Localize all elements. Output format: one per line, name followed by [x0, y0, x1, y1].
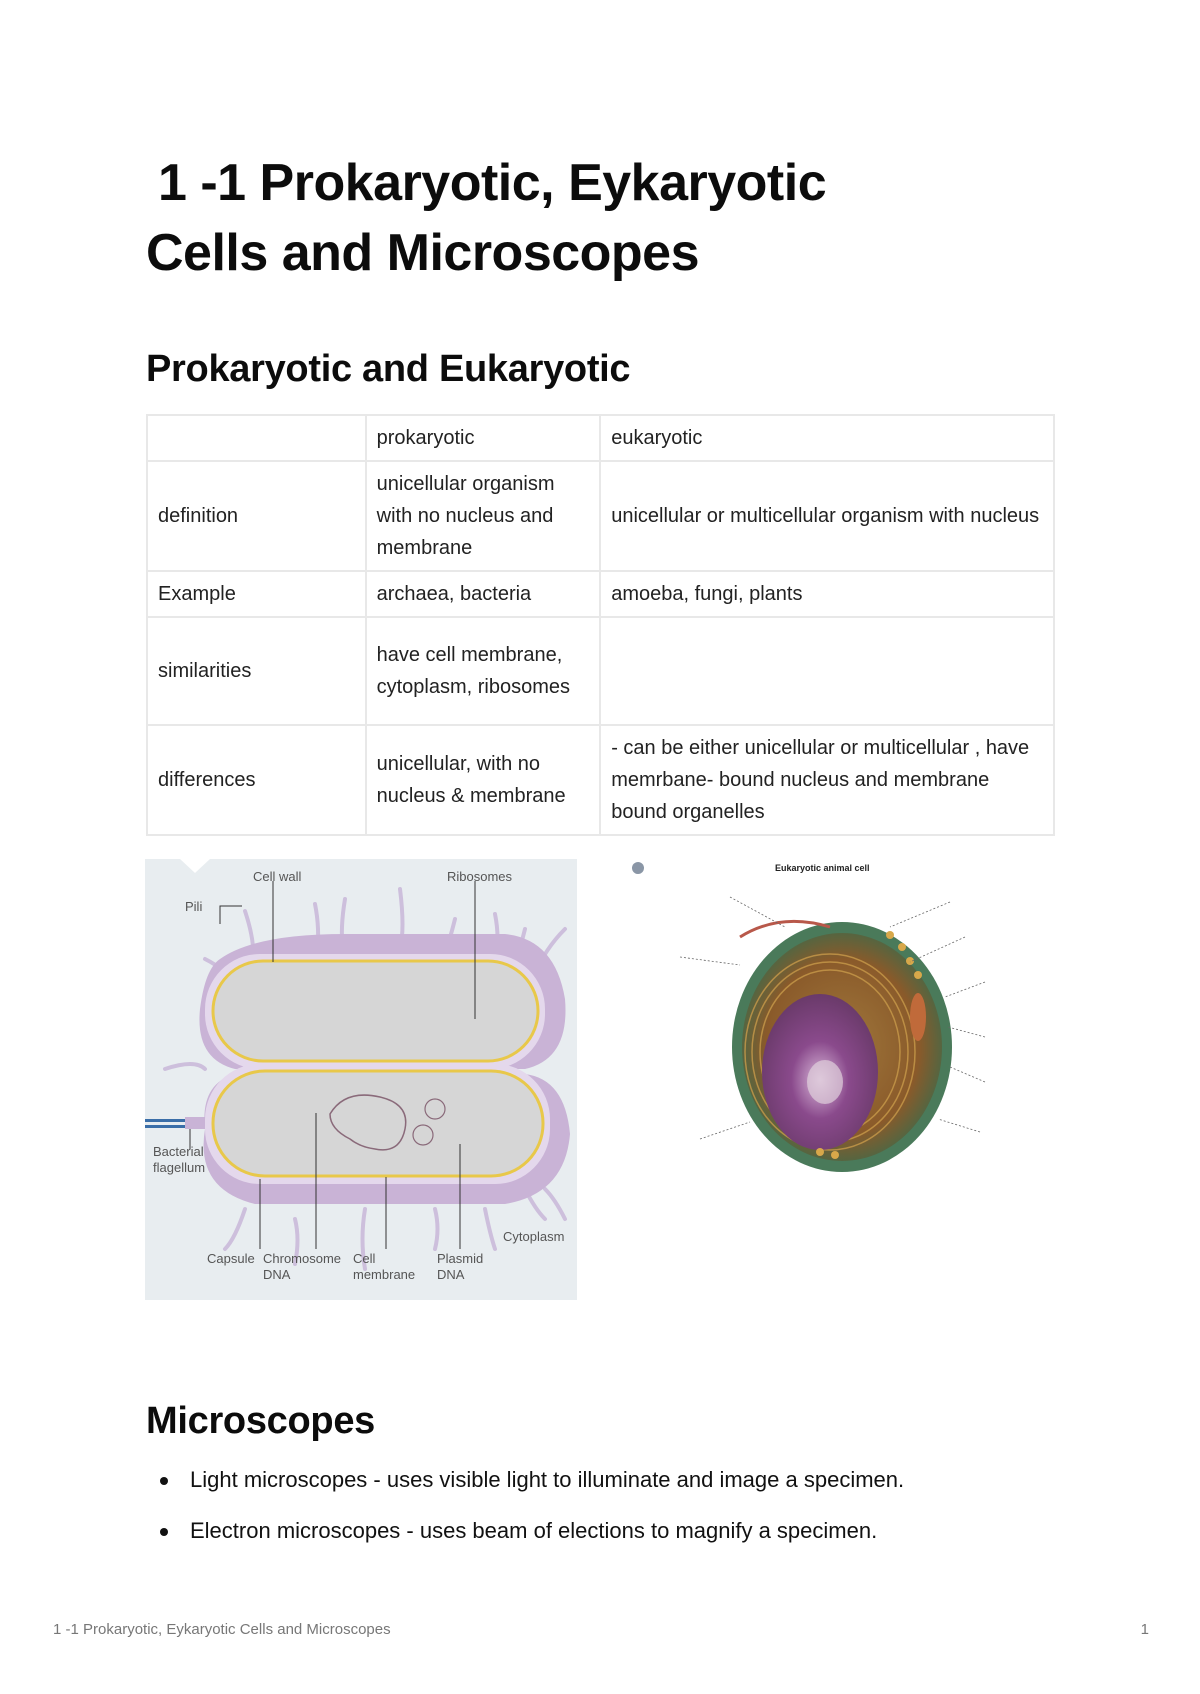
- eukaryotic-cell-illustration: [679, 896, 986, 1172]
- table-cell: [599, 616, 1055, 726]
- bullet-icon: [160, 1477, 168, 1485]
- figure-badge-icon: [632, 862, 644, 874]
- table-cell: amoeba, fungi, plants: [599, 570, 1055, 618]
- page-title-line-1: 1 -1 Prokaryotic, Eykaryotic: [158, 154, 827, 212]
- section-heading-microscopes: Microscopes: [146, 1400, 376, 1442]
- page-title: 1 -1 Prokaryotic, Eykaryotic Cells and M…: [146, 148, 1046, 288]
- table-header-cell: [146, 414, 367, 462]
- label-ribosomes: Ribosomes: [447, 869, 513, 884]
- list-item-text: Electron microscopes - uses beam of elec…: [190, 1518, 878, 1543]
- section-heading-cells: Prokaryotic and Eukaryotic: [146, 348, 631, 390]
- list-item-text: Light microscopes - uses visible light t…: [190, 1467, 905, 1492]
- table-header-cell: prokaryotic: [364, 414, 602, 462]
- table-cell-label: Example: [146, 570, 367, 618]
- prokaryotic-cell-figure: Cell wall Ribosomes Pili Bacterial flage…: [145, 859, 577, 1300]
- microscope-list: Light microscopes - uses visible light t…: [160, 1465, 904, 1567]
- page-title-line-2: Cells and Microscopes: [146, 224, 700, 282]
- table-cell-label: similarities: [146, 616, 367, 726]
- list-item: Light microscopes - uses visible light t…: [160, 1465, 904, 1495]
- table-cell: - can be either unicellular or multicell…: [599, 724, 1055, 836]
- table-cell: unicellular, with no nucleus & membrane: [364, 724, 602, 836]
- table-cell: unicellular or multicellular organism wi…: [599, 460, 1055, 572]
- table-row: Example archaea, bacteria amoeba, fungi,…: [146, 570, 1055, 618]
- table-cell: have cell membrane, cytoplasm, ribosomes: [364, 616, 602, 726]
- table-row: similarities have cell membrane, cytopla…: [146, 616, 1055, 726]
- label-cell-wall: Cell wall: [253, 869, 302, 884]
- table-cell: archaea, bacteria: [364, 570, 602, 618]
- eukaryotic-cell-figure: Eukaryotic animal cell: [620, 857, 1060, 1197]
- comparison-table: prokaryotic eukaryotic definition unicel…: [146, 414, 1055, 836]
- label-capsule: Capsule: [207, 1251, 255, 1266]
- footer-title: 1 -1 Prokaryotic, Eykaryotic Cells and M…: [53, 1621, 391, 1638]
- label-plasmid-dna: Plasmid DNA: [437, 1251, 484, 1282]
- label-cell-membrane: Cell membrane: [353, 1251, 416, 1282]
- table-cell: unicellular organism with no nucleus and…: [364, 460, 602, 572]
- table-cell-label: differences: [146, 724, 367, 836]
- table-row: definition unicellular organism with no …: [146, 460, 1055, 572]
- table-row: differences unicellular, with no nucleus…: [146, 724, 1055, 836]
- table-header-cell: eukaryotic: [599, 414, 1055, 462]
- table-header-row: prokaryotic eukaryotic: [146, 414, 1055, 462]
- bullet-icon: [160, 1528, 168, 1536]
- label-chromosome-dna: Chromosome DNA: [263, 1251, 342, 1282]
- prokaryotic-cell-illustration: [145, 859, 571, 1271]
- label-cytoplasm: Cytoplasm: [503, 1229, 565, 1244]
- list-item: Electron microscopes - uses beam of elec…: [160, 1516, 904, 1546]
- table-cell-label: definition: [146, 460, 367, 572]
- label-flagellum: Bacterial flagellum: [153, 1144, 206, 1175]
- eukaryotic-figure-title: Eukaryotic animal cell: [775, 863, 870, 873]
- page-number: 1: [1140, 1621, 1149, 1638]
- label-pili: Pili: [185, 899, 203, 914]
